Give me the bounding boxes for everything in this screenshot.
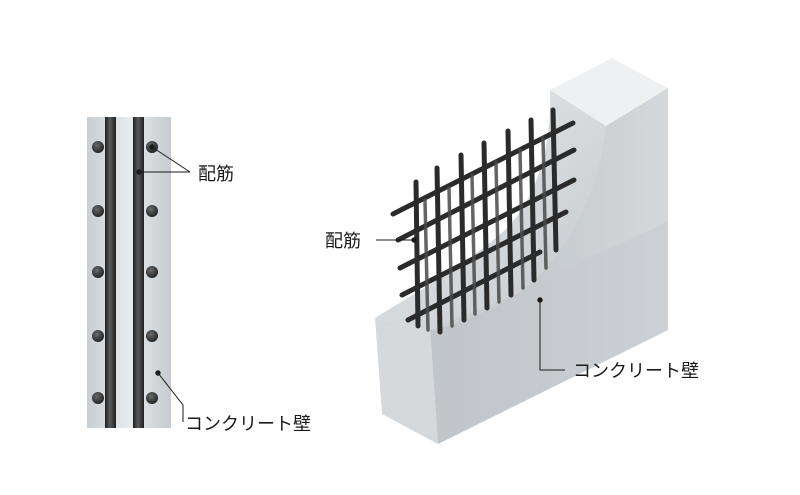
wall-isometric: 配筋 コンクリート壁 (325, 58, 699, 444)
rebar-vertical-left (105, 117, 116, 428)
rebar-dot (92, 266, 104, 278)
concrete-top-face (550, 58, 668, 126)
rebar-dot (146, 330, 158, 342)
rebar-dot (146, 205, 158, 217)
wall-cross-section: 配筋 コンクリート壁 (87, 117, 311, 435)
section-leaders (136, 144, 191, 422)
rebar-vertical-right (133, 117, 144, 428)
rebar-dot (146, 392, 158, 404)
iso-leaders (376, 237, 565, 371)
rebar-dot (92, 205, 104, 217)
label-rebar-section: 配筋 (198, 164, 234, 185)
concrete-front-right (430, 222, 668, 444)
rebar-mesh (390, 107, 577, 335)
concrete-cut-face (375, 90, 606, 330)
rebar-dot (146, 266, 158, 278)
label-rebar-iso: 配筋 (325, 231, 361, 252)
rebar-dots (92, 141, 158, 404)
concrete-front-face (375, 318, 438, 444)
rebar-dot (92, 330, 104, 342)
rebar-dot (92, 141, 104, 153)
rebar-dot (92, 392, 104, 404)
label-wall-section: コンクリート壁 (185, 414, 311, 435)
label-wall-iso: コンクリート壁 (573, 361, 699, 382)
